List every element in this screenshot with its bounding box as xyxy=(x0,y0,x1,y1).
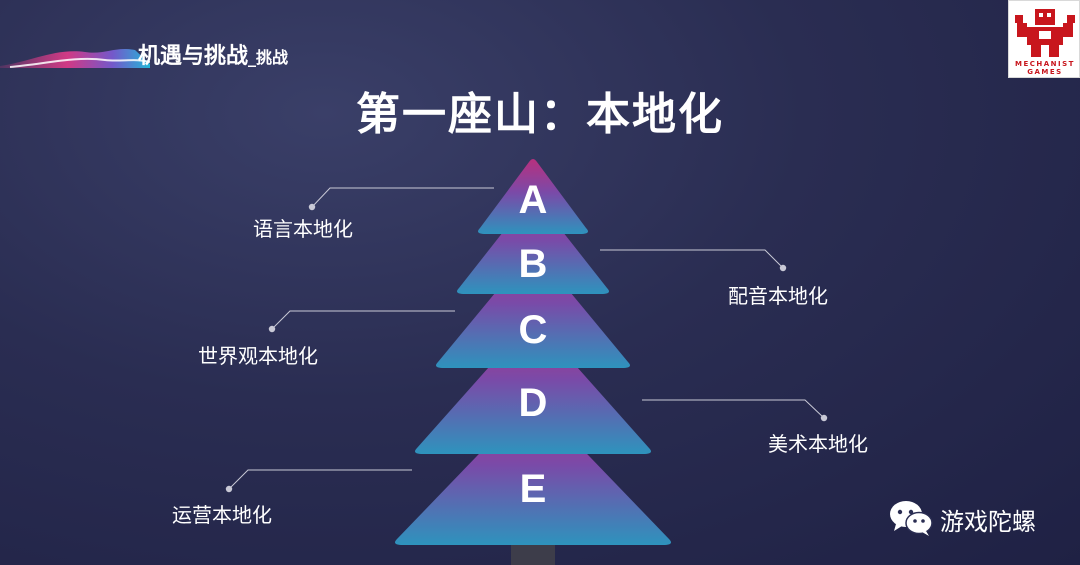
tier-letter-b: B xyxy=(518,242,548,286)
tier-letter-e: E xyxy=(519,467,547,511)
tree-tier-c xyxy=(436,249,630,368)
header-wave-decoration xyxy=(0,48,150,68)
callout-line-a xyxy=(311,187,494,208)
callout-label-b: 配音本地化 xyxy=(728,284,828,308)
logo-text-line2: GAMES xyxy=(1027,68,1063,76)
callout-line-e xyxy=(228,469,412,490)
tree-tier-d xyxy=(415,319,651,454)
header-title-main: 机遇与挑战 xyxy=(138,44,249,69)
callout-dot-e xyxy=(225,485,233,493)
slide-title: 第一座山：本地化 xyxy=(356,89,724,140)
callout-label-c: 世界观本地化 xyxy=(198,344,318,368)
header-title: 机遇与挑战_挑战 xyxy=(138,38,288,70)
tier-letter-c: C xyxy=(518,308,548,352)
watermark-text: 游戏陀螺 xyxy=(940,508,1036,536)
callout-line-c xyxy=(271,310,455,330)
tier-letter-d: D xyxy=(518,381,548,425)
callout-dot-d xyxy=(820,414,828,422)
tree-tier-b xyxy=(457,196,609,294)
tree-tier-a xyxy=(478,159,588,234)
tree-tier-e xyxy=(395,399,671,545)
callout-dot-a xyxy=(308,203,316,211)
callout-label-d: 美术本地化 xyxy=(768,432,868,456)
header-title-sub: _挑战 xyxy=(248,48,289,67)
callout-line-d xyxy=(642,399,825,419)
callout-line-b xyxy=(600,249,784,269)
logo-text-line1: MECHANIST xyxy=(1015,60,1075,68)
callout-dot-b xyxy=(779,264,787,272)
robot-logo-icon xyxy=(1015,9,1075,57)
callout-label-e: 运营本地化 xyxy=(172,503,272,527)
tier-letter-a: A xyxy=(518,178,548,222)
wechat-icon xyxy=(890,501,933,536)
callout-dot-c xyxy=(268,325,276,333)
callout-label-a: 语言本地化 xyxy=(253,217,353,241)
